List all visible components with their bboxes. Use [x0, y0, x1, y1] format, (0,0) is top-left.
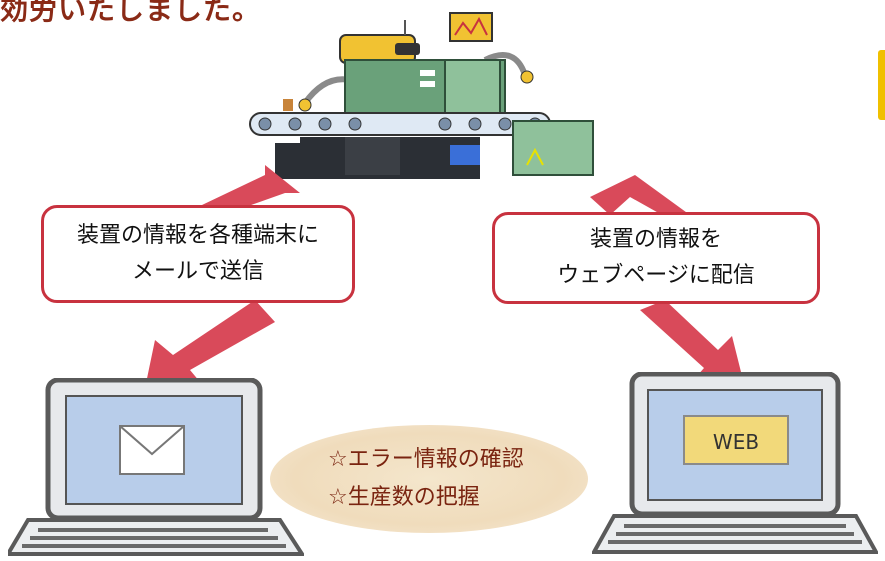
- arrow-right-down: [640, 300, 745, 388]
- benefit-item: ☆エラー情報の確認: [328, 447, 524, 472]
- factory-machine-icon: [249, 12, 594, 179]
- email-callout: 装置の情報を各種端末に メールで送信: [41, 205, 355, 303]
- email-callout-line2: メールで送信: [131, 259, 264, 284]
- edge-decoration: [878, 50, 885, 120]
- web-callout-line2: ウェブページに配信: [557, 263, 755, 288]
- web-callout-line1: 装置の情報を: [589, 227, 722, 252]
- email-callout-line1: 装置の情報を各種端末に: [76, 223, 319, 248]
- page-heading: 効労いたしました。: [0, 0, 262, 26]
- arrow-left-down: [145, 300, 275, 388]
- envelope-icon: [119, 425, 185, 475]
- laptop-email-icon: [8, 378, 304, 556]
- web-label: WEB: [713, 430, 759, 454]
- laptop-web-icon: WEB: [592, 372, 878, 554]
- web-callout: 装置の情報を ウェブページに配信: [492, 212, 820, 304]
- benefits-ellipse: ☆エラー情報の確認 ☆生産数の把握: [270, 425, 588, 533]
- benefit-item: ☆生産数の把握: [328, 485, 480, 510]
